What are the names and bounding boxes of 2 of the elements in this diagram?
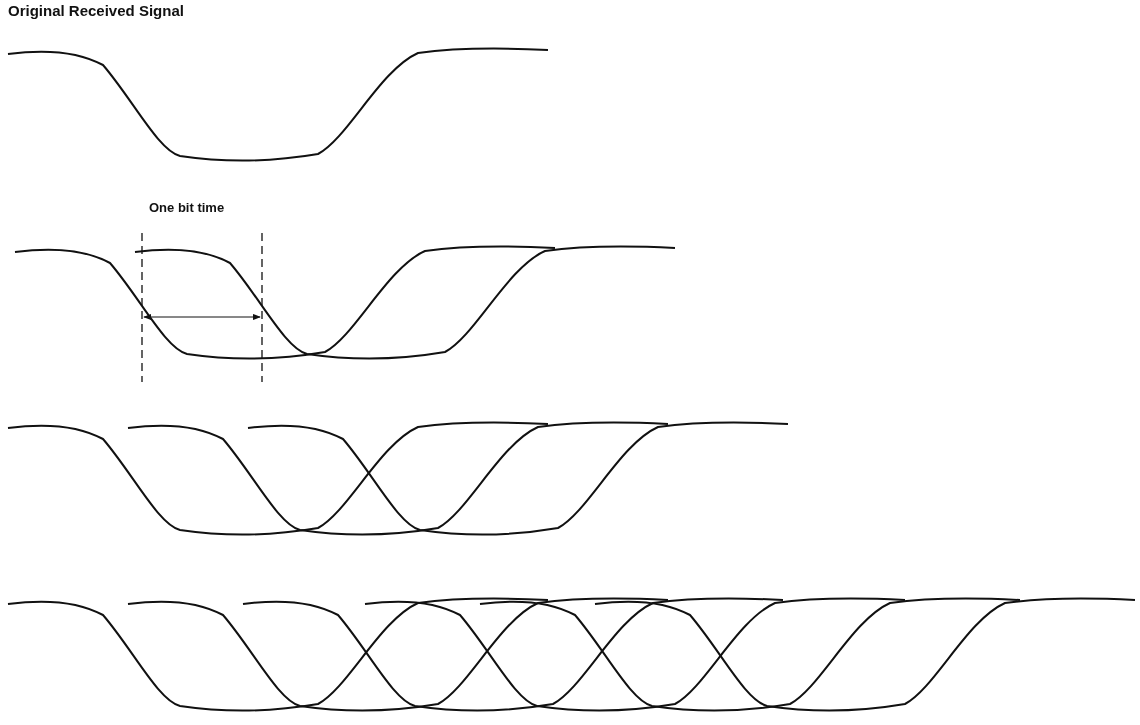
dimension-label: One bit time [149, 200, 225, 215]
diagram-title: Original Received Signal [8, 2, 184, 19]
